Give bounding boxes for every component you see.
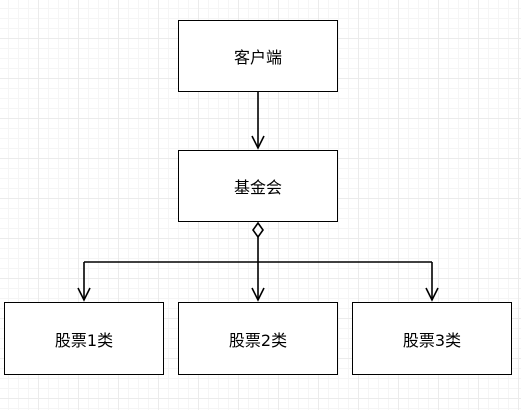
aggregation-trunk: [84, 237, 432, 263]
node-client-label: 客户端: [233, 48, 282, 67]
node-stock3-label: 股票3类: [402, 330, 462, 350]
edge-fund-to-stock1: [77, 262, 91, 302]
node-client[interactable]: 客户端: [178, 20, 338, 92]
edge-fund-to-stock3: [425, 262, 439, 302]
node-stock1[interactable]: 股票1类: [4, 302, 164, 375]
node-fund[interactable]: 基金会: [178, 150, 338, 222]
node-stock1-label: 股票1类: [54, 330, 114, 350]
aggregation-diamond-icon: [252, 221, 264, 239]
node-stock2[interactable]: 股票2类: [178, 302, 338, 375]
edge-client-to-fund: [251, 92, 265, 150]
node-stock2-label: 股票2类: [228, 330, 288, 350]
edge-fund-to-stock2: [251, 262, 265, 302]
node-fund-label: 基金会: [233, 178, 282, 197]
node-stock3[interactable]: 股票3类: [352, 302, 512, 375]
